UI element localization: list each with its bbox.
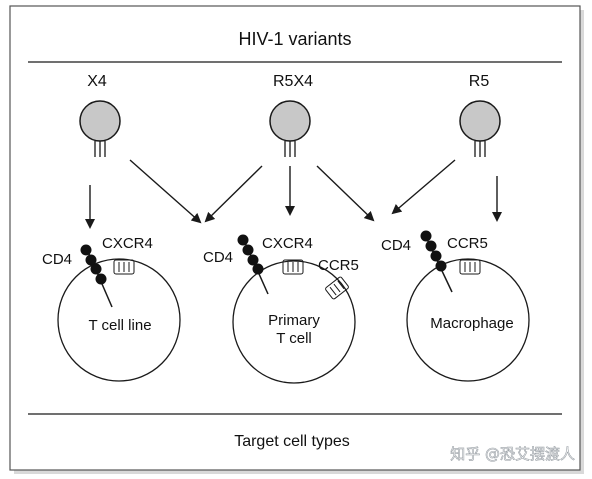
diagram-title: HIV-1 variants [238, 29, 351, 49]
cell-name: T cell line [88, 317, 151, 334]
ccr5-coreceptor-icon [459, 259, 481, 275]
cell-macrophage: CD4 CCR5 Macrophage [381, 230, 530, 382]
cxcr4-label: CXCR4 [102, 235, 153, 252]
arrow-r5x4-to-primary-t-cell [204, 165, 263, 223]
cell-membrane [406, 258, 530, 382]
variant-label-r5: R5 [469, 73, 490, 90]
cxcr4-coreceptor-icon [282, 259, 304, 275]
virion-r5x4 [269, 100, 311, 157]
cd4-label: CD4 [42, 251, 72, 268]
tropism-arrows [85, 159, 502, 229]
cell-membrane [57, 258, 181, 382]
ccr5-coreceptor-icon [325, 276, 349, 300]
cd4-receptor [80, 244, 107, 285]
arrow-r5-to-primary-t-cell [391, 159, 456, 215]
ccr5-label: CCR5 [447, 235, 488, 252]
variant-label-r5x4: R5X4 [273, 73, 313, 90]
variant-label-x4: X4 [87, 73, 107, 90]
arrow-x4-to-primary-t-cell [129, 159, 202, 224]
cd4-label: CD4 [381, 237, 411, 254]
cell-name: Macrophage [430, 315, 513, 332]
cd4-receptor [420, 230, 447, 272]
cell-name-line-1: Primary [268, 312, 320, 329]
cd4-receptor [237, 234, 264, 275]
cell-name-line-2: T cell [276, 330, 312, 347]
cell-t-cell-line: CD4 CXCR4 T cell line [42, 235, 181, 382]
ccr5-label: CCR5 [318, 257, 359, 274]
virion-x4 [79, 100, 121, 157]
watermark-text: 知乎 @恐艾摆渡人 [450, 445, 575, 463]
figure-frame [9, 5, 581, 471]
cxcr4-label: CXCR4 [262, 235, 313, 252]
cxcr4-coreceptor-icon [113, 259, 135, 275]
footer-label: Target cell types [234, 433, 350, 450]
cell-membrane [232, 260, 356, 384]
cd4-label: CD4 [203, 249, 233, 266]
arrow-r5x4-to-macrophage [316, 165, 375, 222]
virion-r5 [459, 100, 501, 157]
cell-primary-t-cell: CD4 CXCR4 CCR5 Primary T cell [203, 234, 359, 384]
